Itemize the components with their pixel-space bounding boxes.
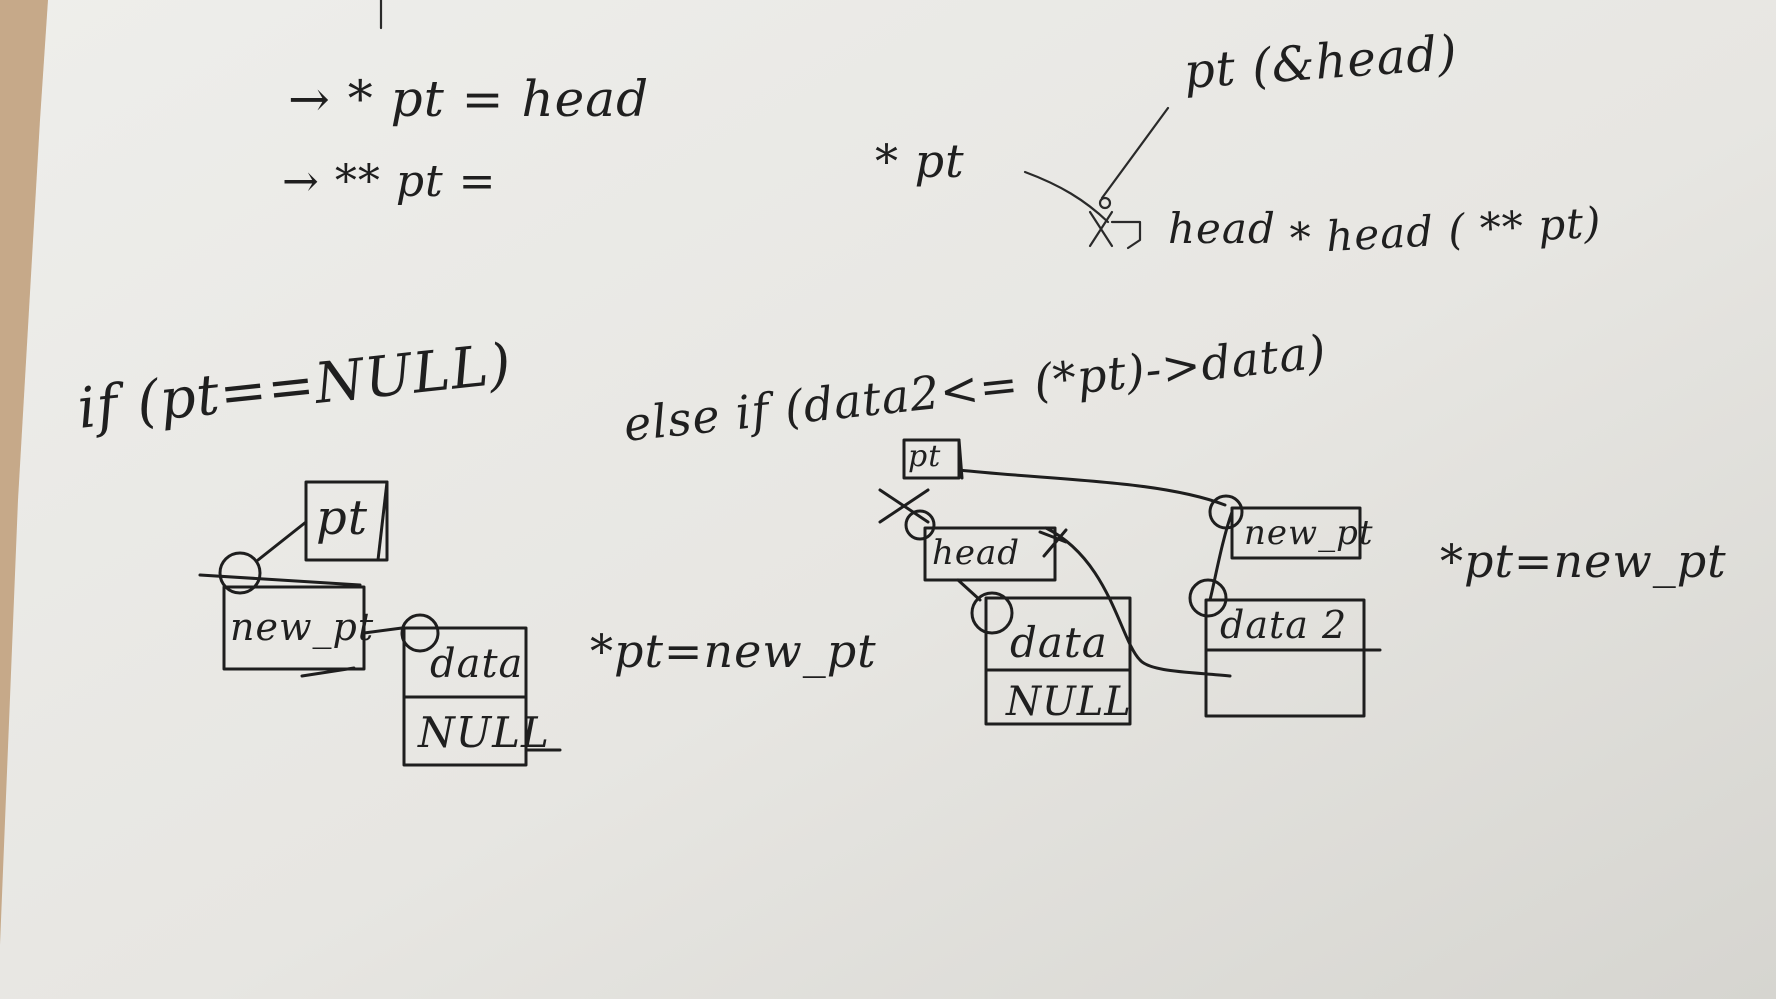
assign-left: *pt=new_pt: [590, 624, 877, 678]
pointer-circle-5: [970, 591, 1014, 635]
data-cell-right-label: data: [1010, 618, 1108, 667]
new-pt-box-outline: [222, 585, 366, 671]
node-box-right: [984, 596, 1132, 726]
pointer-circle-2: [400, 613, 440, 653]
data-cell-label: data: [430, 641, 524, 687]
new-pt-box-right-outline: [1230, 506, 1362, 560]
pointer-circle-4: [904, 509, 936, 541]
pointer-circle-1: [218, 551, 262, 595]
note-ptr-pt: → * pt = head: [288, 70, 650, 128]
new-pt-box-label: new_pt: [230, 605, 375, 649]
pt-box-right-label: pt: [908, 439, 942, 474]
assign-right: *pt=new_pt: [1440, 534, 1727, 588]
pt-box-label: pt: [316, 490, 369, 546]
pointer-circle-6: [1188, 578, 1228, 618]
head-box-label: head: [932, 533, 1021, 573]
node-box-data2: [1204, 598, 1366, 718]
null-cell-right-label: NULL: [1006, 679, 1132, 725]
data2-cell-label: data 2: [1220, 603, 1348, 647]
new-pt-box-right-label: new_pt: [1244, 513, 1374, 553]
null-cell-label: NULL: [418, 708, 550, 757]
note-head: head: [1168, 204, 1276, 253]
note-star-pt: * pt: [875, 134, 965, 188]
head-box-outline: [923, 526, 1057, 582]
note-ptr-ptpt: → ** pt =: [282, 156, 497, 207]
pointer-circle-3: [1208, 494, 1244, 530]
